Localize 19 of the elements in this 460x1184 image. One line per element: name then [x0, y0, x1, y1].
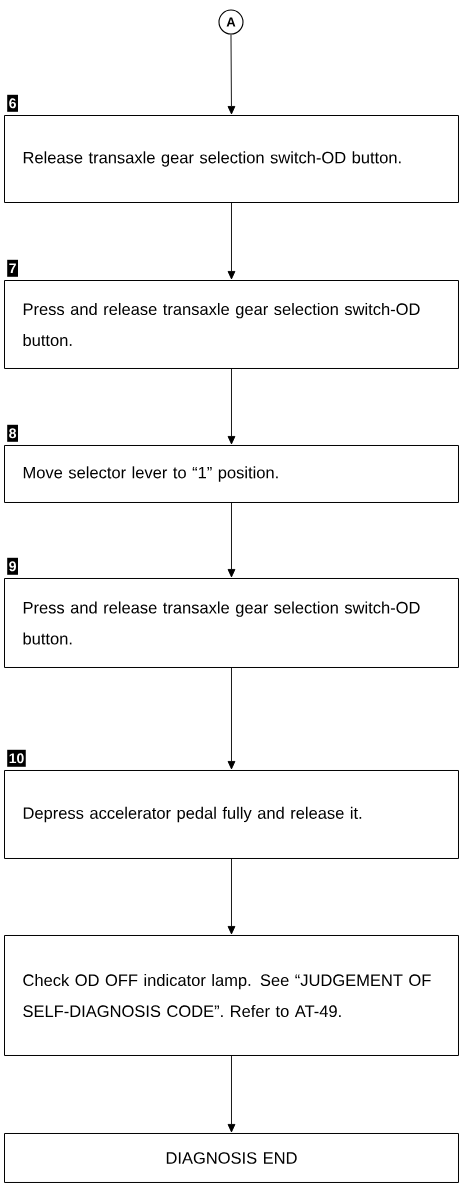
step-number-badge: 6	[7, 94, 18, 112]
step-box: Depress accelerator pedal fully and release it.	[4, 770, 459, 859]
arrow	[227, 1055, 236, 1133]
arrow	[227, 368, 236, 445]
step-number-badge: 9	[7, 557, 18, 575]
arrow	[227, 667, 236, 770]
step-number-badge: 8	[7, 424, 18, 442]
step-box: Check OD OFF indicator lamp. See “JUDGEMENT OF SELF-DIAGNOSIS CODE”. Refer to AT-49.	[4, 935, 459, 1056]
step-box: Press and release transaxle gear selection switch-OD button.	[4, 280, 459, 369]
step-box: Move selector lever to “1” position.	[4, 445, 459, 503]
arrow	[227, 34, 236, 115]
arrow	[227, 502, 236, 578]
arrow	[227, 202, 236, 280]
step-box: Press and release transaxle gear selection switch-OD button.	[4, 578, 459, 668]
step-number-badge: 10	[7, 749, 26, 767]
step-box: Release transaxle gear selection switch-OD button.	[4, 115, 459, 203]
step-number-badge: 7	[7, 259, 18, 277]
end-box: DIAGNOSIS END	[4, 1133, 459, 1183]
arrow	[227, 858, 236, 935]
